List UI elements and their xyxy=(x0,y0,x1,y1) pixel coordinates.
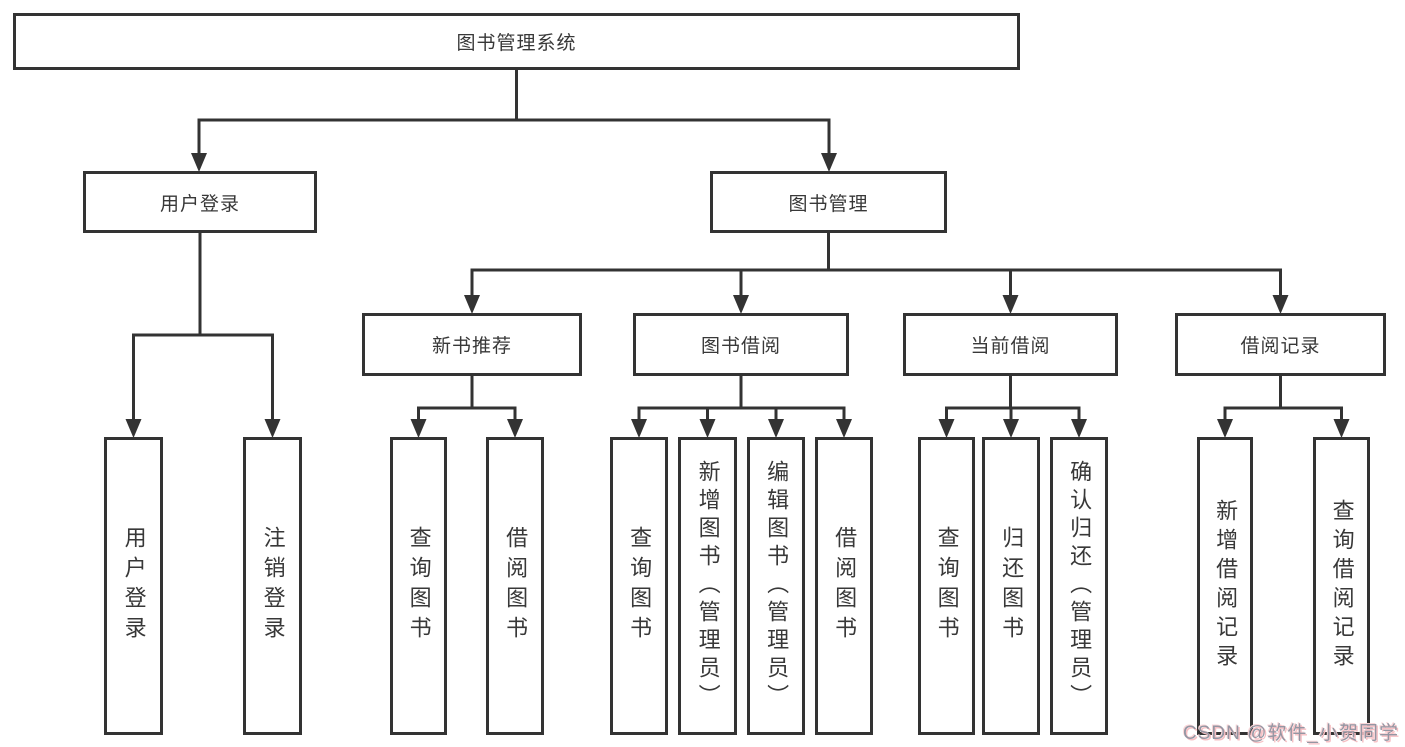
node-current-borrowing: 当前借阅 xyxy=(903,313,1118,376)
leaf-borrow-books-2: 借阅图书 xyxy=(815,437,873,735)
arrowhead-icon xyxy=(821,153,837,172)
arrowhead-icon xyxy=(125,419,142,438)
connector-userlogin-split xyxy=(132,333,274,421)
leaf-query-books-2: 查询图书 xyxy=(610,437,668,735)
node-book-borrowing: 图书借阅 xyxy=(633,313,849,376)
leaf-confirm-return-admin: 确认归还（管理员） xyxy=(1050,437,1108,735)
connector-bookborrow-split xyxy=(637,406,846,421)
node-label: 查询图书 xyxy=(934,526,960,646)
connector-borrowrecords-split xyxy=(1223,406,1343,421)
node-label: 图书借阅 xyxy=(700,336,781,357)
arrowhead-icon xyxy=(836,419,852,438)
node-user-login: 用户登录 xyxy=(83,171,317,233)
arrowhead-icon xyxy=(1003,419,1019,438)
leaf-query-borrow-record: 查询借阅记录 xyxy=(1313,437,1370,735)
arrowhead-icon xyxy=(1071,419,1087,438)
leaf-logout: 注销登录 xyxy=(243,437,302,735)
node-label: 查询图书 xyxy=(627,526,653,646)
arrowhead-icon xyxy=(699,419,716,438)
node-label: 图书管理系统 xyxy=(456,33,577,54)
node-label: 用户登录 xyxy=(121,526,147,646)
node-label: 借阅记录 xyxy=(1240,336,1321,357)
node-label: 借阅图书 xyxy=(832,526,858,646)
leaf-edit-books-admin: 编辑图书（管理员） xyxy=(747,437,805,735)
arrowhead-icon xyxy=(631,419,647,438)
node-new-book-recommend: 新书推荐 xyxy=(362,313,582,376)
arrowhead-icon xyxy=(768,419,784,438)
leaf-query-books-1: 查询图书 xyxy=(390,437,447,735)
arrowhead-icon xyxy=(1217,419,1233,438)
node-label: 注销登录 xyxy=(260,526,286,646)
leaf-borrow-books-1: 借阅图书 xyxy=(486,437,544,735)
connector-root-split xyxy=(197,118,831,154)
node-label: 新增图书（管理员） xyxy=(695,460,721,712)
node-label: 新增借阅记录 xyxy=(1213,499,1239,673)
leaf-return-books: 归还图书 xyxy=(982,437,1040,735)
node-label: 确认归还（管理员） xyxy=(1067,460,1093,712)
node-label: 用户登录 xyxy=(159,193,240,215)
leaf-add-books-admin: 新增图书（管理员） xyxy=(678,437,737,735)
arrowhead-icon xyxy=(938,419,955,438)
node-label: 归还图书 xyxy=(999,526,1025,646)
connector-currentborrow-split xyxy=(945,406,1081,421)
leaf-user-login: 用户登录 xyxy=(104,437,163,735)
arrowhead-icon xyxy=(464,295,480,314)
connector-newbook-split xyxy=(417,406,517,421)
arrowhead-icon xyxy=(1333,419,1350,438)
leaf-query-books-3: 查询图书 xyxy=(918,437,975,735)
csdn-watermark: CSDN @软件_小贺同学 xyxy=(1183,723,1399,744)
arrowhead-icon xyxy=(1272,295,1289,314)
node-root-system: 图书管理系统 xyxy=(13,13,1020,70)
node-label: 查询图书 xyxy=(406,526,432,646)
node-label: 当前借阅 xyxy=(970,336,1051,357)
node-label: 借阅图书 xyxy=(503,526,529,646)
arrowheads xyxy=(125,153,1350,438)
leaf-add-borrow-record: 新增借阅记录 xyxy=(1197,437,1253,735)
node-borrowing-records: 借阅记录 xyxy=(1175,313,1386,376)
node-label: 图书管理 xyxy=(788,193,869,215)
node-label: 查询借阅记录 xyxy=(1329,499,1355,673)
connector-bookmgmt-split xyxy=(470,268,1282,297)
node-book-management: 图书管理 xyxy=(710,171,947,233)
arrowhead-icon xyxy=(264,419,281,438)
arrowhead-icon xyxy=(191,153,207,172)
node-label: 编辑图书（管理员） xyxy=(764,460,790,712)
node-label: 新书推荐 xyxy=(431,336,512,357)
connector-strokes xyxy=(132,68,1343,421)
arrowhead-icon xyxy=(410,419,427,438)
arrowhead-icon xyxy=(507,419,523,438)
arrowhead-icon xyxy=(1002,295,1019,314)
arrowhead-icon xyxy=(733,295,749,314)
